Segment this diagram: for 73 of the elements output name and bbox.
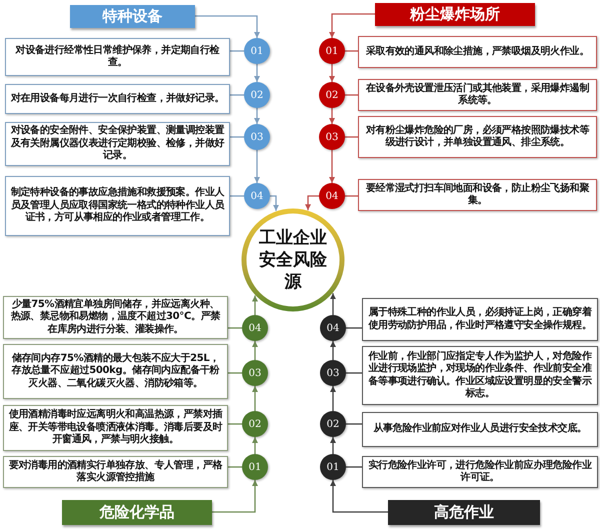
arrow: [254, 108, 260, 124]
connector-line: [346, 466, 362, 468]
category-header: 危险化学品: [62, 500, 212, 525]
connector-line: [230, 195, 244, 197]
step-circle: 03: [320, 360, 346, 386]
measure-box: 在设备外壳设置泄压活门或其他装置，采用爆炸遏制系统等。: [358, 79, 597, 111]
connector-line: [230, 50, 244, 52]
connector-line: [228, 466, 242, 468]
measure-box: 对设备的安全附件、安全保护装置、测量调控装置及有关附属仪器仪表进行定期校验、检修，并做好记录。: [5, 122, 230, 166]
connector-line: [228, 372, 242, 374]
step-circle: 04: [319, 183, 345, 209]
category-header: 特种设备: [70, 5, 195, 28]
arrow: [212, 480, 258, 513]
connector-line: [230, 136, 244, 138]
connector-line: [346, 327, 362, 329]
connector-line: [228, 423, 242, 425]
arrow: [254, 150, 260, 183]
step-circle: 02: [242, 411, 268, 437]
measure-box: 对在用设备每月进行一次自行检查，并做好记录。: [5, 84, 230, 114]
arrow: [270, 195, 279, 211]
step-circle: 03: [244, 124, 270, 150]
category-header: 高危作业: [388, 500, 540, 525]
arrow: [252, 386, 258, 411]
category-header: 粉尘爆炸场所: [375, 3, 535, 26]
measure-box: 少量75%酒精宜单独房间储存，并应远离火种、热源、禁忌物和易燃物，温度不超过30℃。严禁在库房内进行分装、灌装操作。: [3, 296, 228, 339]
connector-line: [346, 423, 362, 425]
arrow: [330, 386, 336, 411]
connector-line: [345, 195, 358, 197]
step-circle: 04: [244, 183, 270, 209]
connector-line: [228, 327, 242, 329]
measure-box: 实行危险作业许可，进行危险作业前应办理危险作业许可证。: [362, 456, 598, 488]
measure-box: 储存间内存75%酒精的最大包装不应大于25L，存放总量不应超过500kg。储存间内应配备干粉灭火器、二氧化碳灭火器、消防砂箱等。: [3, 344, 228, 399]
measure-box: 采取有效的通风和除尘措施，严禁吸烟及明火作业。: [358, 36, 597, 68]
arrow: [329, 108, 335, 124]
measure-box: 要经常湿式打扫车间地面和设备，防止粉尘飞扬和聚集。: [358, 179, 597, 211]
measure-box: 制定特种设备的事故应急措施和救援预案。作业人员及管理人员应取得国家统一格式的特种作业人员证书，方可从事相应的作业或者管理工作。: [5, 176, 230, 236]
step-circle: 01: [320, 454, 346, 480]
measure-box: 属于特殊工种的作业人员，必须持证上岗，正确穿着使用劳动防护用品，作业时严格遵守安全操作规程。: [362, 298, 598, 341]
connector-line: [230, 94, 244, 96]
arrow: [330, 293, 336, 315]
arrow: [252, 437, 258, 454]
connector-line: [345, 94, 358, 96]
arrow: [195, 15, 260, 38]
arrow: [252, 296, 258, 315]
step-circle: 04: [242, 315, 268, 341]
step-circle: 02: [244, 82, 270, 108]
step-circle: 04: [320, 315, 346, 341]
arrow: [329, 150, 335, 183]
measure-box: 使用酒精消毒时应远离明火和高温热源，严禁对插座、开关等带电设备喷洒液体消毒。消毒后要及时开窗通风，严禁与明火接触。: [3, 405, 228, 451]
arrow: [330, 480, 388, 513]
measure-box: 作业前，作业部门应指定专人作为监护人，对危险作业进行现场监护，对现场的作业条件、作业前安全准备等事项进行确认。作业区域应设置明显的安全警示标志。: [362, 346, 598, 405]
arrow: [330, 437, 336, 454]
step-circle: 03: [319, 124, 345, 150]
arrow: [252, 341, 258, 360]
connector-line: [345, 50, 358, 52]
step-circle: 02: [320, 411, 346, 437]
measure-box: 对设备进行经常性日常维护保养，并定期自行检查。: [5, 38, 230, 76]
step-circle: 01: [244, 38, 270, 64]
arrow: [329, 13, 375, 38]
step-circle: 01: [242, 454, 268, 480]
arrow: [330, 341, 336, 360]
arrow: [329, 64, 335, 82]
measure-box: 从事危险作业前应对作业人员进行安全技术交底。: [362, 412, 598, 447]
step-circle: 03: [242, 360, 268, 386]
measure-box: 对有粉尘爆炸危险的厂房，必须严格按照防爆技术等级进行设计，并单独设置通风、排尘系统。: [358, 116, 597, 158]
step-circle: 02: [319, 82, 345, 108]
center-circle: 工业企业安全风险源: [241, 208, 345, 312]
measure-box: 要对消毒用的酒精实行单独存放、专人管理，严格落实火源管控措施: [3, 456, 228, 488]
arrow: [254, 64, 260, 82]
connector-line: [346, 372, 362, 374]
step-circle: 01: [319, 38, 345, 64]
arrow: [305, 195, 319, 210]
connector-line: [345, 136, 358, 138]
